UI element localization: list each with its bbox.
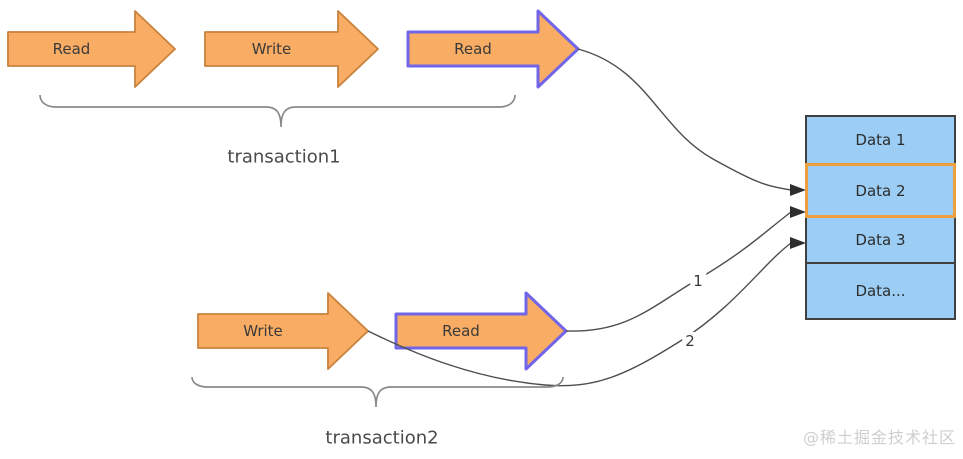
arrow-txn1-read-2-highlighted: Read <box>406 9 580 89</box>
arrow-label: Write <box>243 322 283 340</box>
data-cell-label: Data 1 <box>855 131 906 149</box>
arrow-txn2-write: Write <box>197 292 369 370</box>
data-cell-label: Data... <box>855 282 906 300</box>
arrowhead-into-data2-top <box>790 184 806 196</box>
arrow-label: Read <box>52 40 91 58</box>
transaction1-label: transaction1 <box>227 146 341 168</box>
connector-number-2: 2 <box>682 332 698 350</box>
data-cell-1: Data 1 <box>805 115 956 165</box>
arrow-txn1-read-1: Read <box>7 10 176 88</box>
connector-number-1: 1 <box>690 272 706 290</box>
block-arrow-shape <box>406 9 580 89</box>
data-cell-2-highlighted: Data 2 <box>805 163 956 218</box>
arrow-label: Write <box>251 40 292 58</box>
arrow-label: Read <box>442 322 480 340</box>
transaction2-label: transaction2 <box>325 427 439 449</box>
data-cell-3: Data 3 <box>805 216 956 264</box>
block-arrow-shape <box>7 10 176 88</box>
watermark-text: @稀土掘金技术社区 <box>802 428 956 447</box>
arrowhead-into-data3 <box>790 237 806 249</box>
data-cell-more: Data... <box>805 262 956 320</box>
data-cell-label: Data 2 <box>855 181 906 200</box>
brace-transaction2 <box>191 376 564 408</box>
block-arrow-shape <box>204 10 379 88</box>
arrowhead-into-data2-bottom <box>790 206 806 218</box>
data-cell-label: Data 3 <box>855 231 906 249</box>
curve-txn1-read-to-data2 <box>577 48 792 191</box>
arrow-txn1-write: Write <box>204 10 379 88</box>
brace-transaction1 <box>39 94 516 128</box>
arrow-label: Read <box>454 40 492 58</box>
block-arrow-shape <box>197 292 369 370</box>
curve-txn2-read-to-data2 <box>565 211 792 332</box>
arrow-txn2-read-highlighted: Read <box>394 291 568 371</box>
